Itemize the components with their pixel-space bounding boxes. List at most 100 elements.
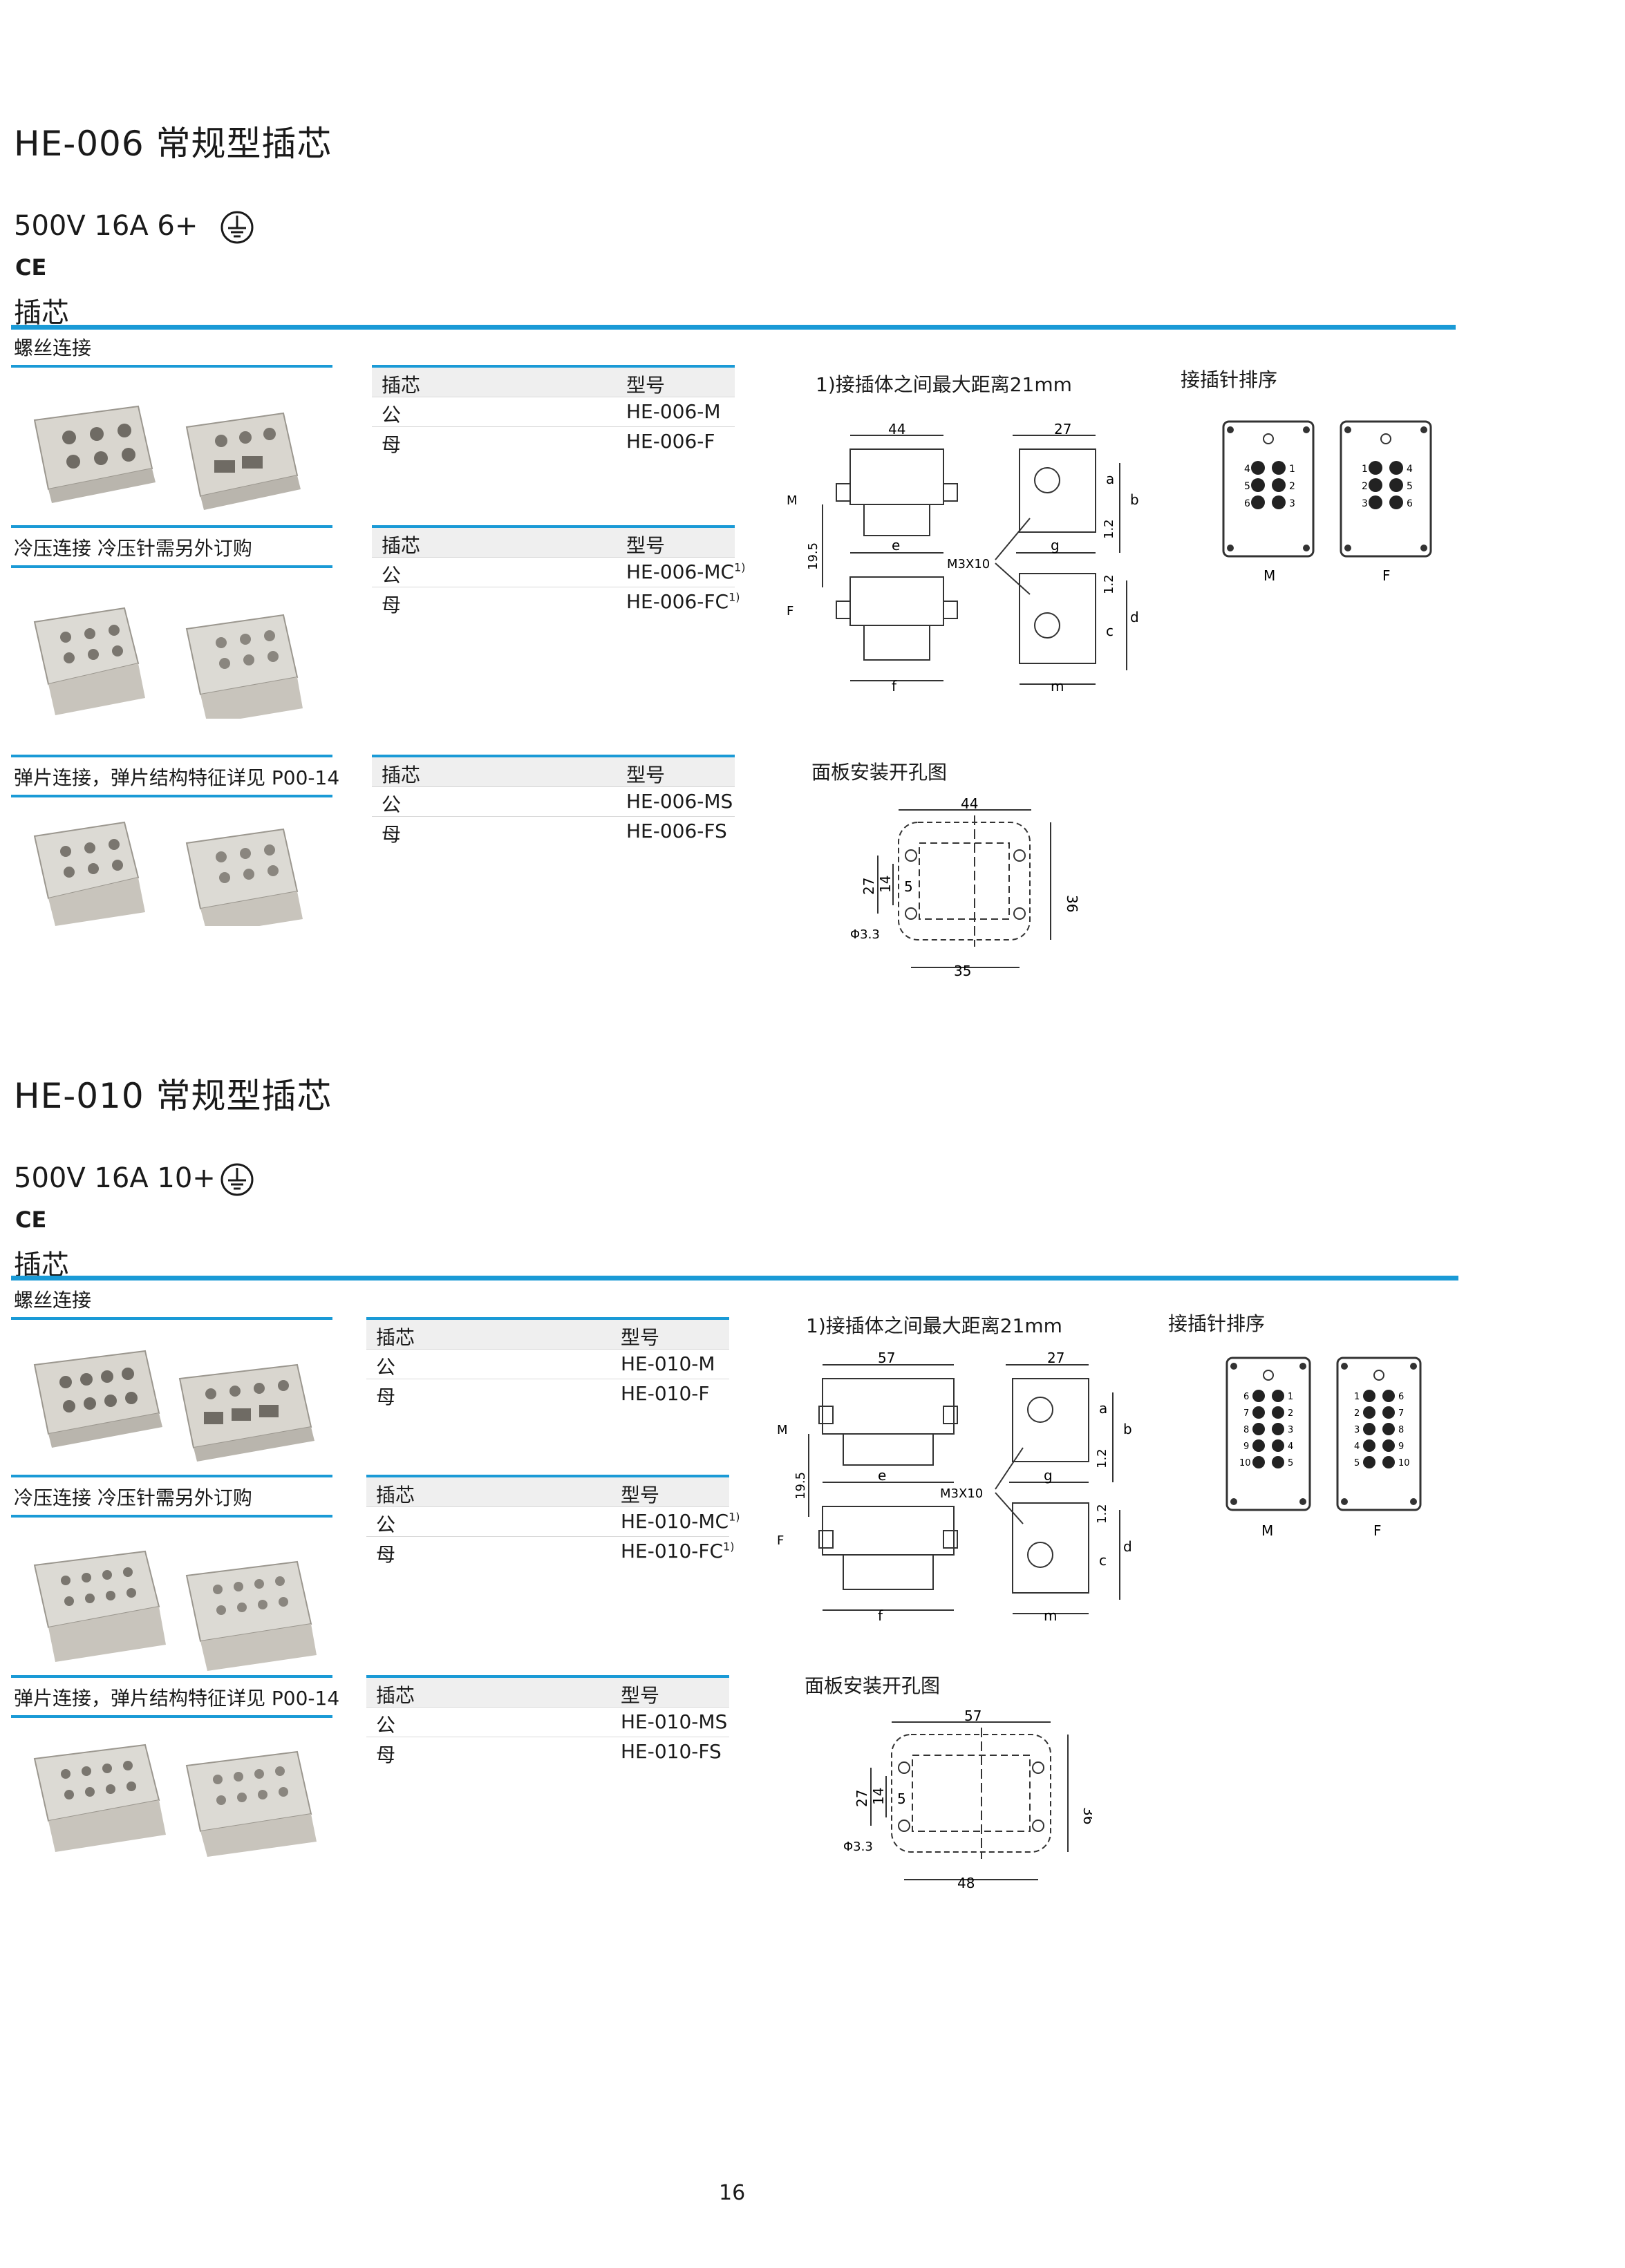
svg-text:14: 14 xyxy=(870,1788,887,1805)
ground-icon xyxy=(220,1163,254,1196)
svg-text:1: 1 xyxy=(1362,464,1368,475)
product-photo xyxy=(33,1743,317,1857)
svg-text:2: 2 xyxy=(1362,481,1368,492)
svg-text:M: M xyxy=(777,1423,788,1437)
svg-text:27: 27 xyxy=(861,878,877,895)
product-photo xyxy=(33,1350,314,1462)
svg-text:6: 6 xyxy=(1407,498,1413,509)
svg-text:4: 4 xyxy=(1288,1442,1293,1452)
category-label: 弹片连接，弹片结构特征详见 P00-14 xyxy=(14,766,340,789)
svg-text:1: 1 xyxy=(1289,464,1295,475)
svg-text:e: e xyxy=(878,1467,886,1484)
svg-text:m: m xyxy=(1044,1607,1057,1624)
svg-text:b: b xyxy=(1123,1421,1132,1437)
product-photo xyxy=(33,607,303,719)
svg-text:19.5: 19.5 xyxy=(806,542,820,570)
svg-text:f: f xyxy=(892,678,897,694)
svg-text:1: 1 xyxy=(1288,1392,1293,1402)
svg-text:5: 5 xyxy=(1288,1458,1293,1468)
svg-text:a: a xyxy=(1106,471,1114,487)
svg-text:M3X10: M3X10 xyxy=(947,557,990,571)
technical-drawing: 44 27 e f g m M3X10 M F 19.5 a b c d 1.2… xyxy=(787,421,1139,694)
section-divider xyxy=(11,1276,1458,1281)
category-divider xyxy=(11,525,332,528)
section-divider xyxy=(11,325,1456,330)
svg-text:1.2: 1.2 xyxy=(1095,1448,1109,1468)
svg-text:7: 7 xyxy=(1398,1408,1404,1419)
svg-text:F: F xyxy=(1373,1522,1382,1539)
svg-text:27: 27 xyxy=(854,1790,870,1807)
technical-drawing: 57 27 e f g m M3X10 M F 19.5 a b c d 1.2… xyxy=(777,1350,1132,1624)
product-photo xyxy=(33,1550,317,1671)
subtitle: 插芯 xyxy=(14,297,69,329)
ce-mark: CE xyxy=(15,254,47,281)
svg-text:2: 2 xyxy=(1354,1408,1360,1419)
svg-text:6: 6 xyxy=(1398,1392,1404,1402)
svg-text:1.2: 1.2 xyxy=(1102,519,1116,539)
svg-text:6: 6 xyxy=(1244,498,1250,509)
svg-text:5: 5 xyxy=(1407,481,1413,492)
svg-text:d: d xyxy=(1130,609,1139,625)
svg-text:35: 35 xyxy=(954,963,971,979)
svg-text:9: 9 xyxy=(1398,1442,1404,1452)
svg-text:g: g xyxy=(1044,1467,1053,1484)
svg-text:10: 10 xyxy=(1398,1458,1410,1468)
svg-text:F: F xyxy=(787,604,793,618)
category-divider xyxy=(11,1715,332,1718)
svg-text:48: 48 xyxy=(957,1875,975,1891)
panel-title: 面板安装开孔图 xyxy=(811,761,948,784)
svg-text:6: 6 xyxy=(1243,1392,1249,1402)
rating-text: 500V 16A 6+ xyxy=(14,210,198,242)
svg-text:1: 1 xyxy=(1354,1392,1360,1402)
svg-text:3: 3 xyxy=(1362,498,1368,509)
category-label: 螺丝连接 xyxy=(14,1289,92,1312)
page-number: 16 xyxy=(719,2181,746,2205)
svg-text:4: 4 xyxy=(1354,1442,1360,1452)
panel-cutout-drawing: 44 35 36 27 14 5 Φ3.3 xyxy=(850,795,1078,979)
svg-text:M: M xyxy=(1264,567,1275,584)
note-text: 1)接插体之间最大距离21mm xyxy=(806,1314,1062,1337)
svg-text:1.2: 1.2 xyxy=(1095,1504,1109,1524)
pin-title: 接插针排序 xyxy=(1168,1312,1266,1335)
svg-text:3: 3 xyxy=(1288,1425,1293,1435)
svg-text:F: F xyxy=(1382,567,1391,584)
svg-text:M3X10: M3X10 xyxy=(940,1486,983,1501)
svg-text:44: 44 xyxy=(888,421,905,437)
svg-text:e: e xyxy=(892,537,900,554)
svg-text:2: 2 xyxy=(1288,1408,1293,1419)
svg-text:d: d xyxy=(1123,1538,1132,1555)
svg-text:14: 14 xyxy=(877,876,894,893)
ce-mark: CE xyxy=(15,1207,47,1233)
panel-cutout-drawing: 57 48 36 27 14 5 Φ3.3 xyxy=(843,1708,1092,1891)
panel-title: 面板安装开孔图 xyxy=(805,1674,941,1697)
category-label: 冷压连接 冷压针需另外订购 xyxy=(14,1486,252,1509)
section-title: HE-010 常规型插芯 xyxy=(14,1076,332,1116)
svg-text:44: 44 xyxy=(961,795,978,812)
svg-text:19.5: 19.5 xyxy=(793,1472,808,1500)
svg-text:M: M xyxy=(787,493,798,508)
category-divider xyxy=(11,1675,332,1678)
svg-text:9: 9 xyxy=(1243,1442,1249,1452)
svg-text:3: 3 xyxy=(1289,498,1295,509)
svg-text:57: 57 xyxy=(964,1708,981,1724)
svg-text:57: 57 xyxy=(878,1350,895,1366)
svg-text:8: 8 xyxy=(1243,1425,1249,1435)
svg-text:10: 10 xyxy=(1239,1458,1251,1468)
svg-text:c: c xyxy=(1099,1552,1107,1569)
category-divider xyxy=(11,755,332,757)
svg-text:5: 5 xyxy=(1354,1458,1360,1468)
product-photo xyxy=(33,405,301,510)
section-title: HE-006 常规型插芯 xyxy=(14,124,332,164)
svg-text:g: g xyxy=(1051,537,1060,554)
note-text: 1)接插体之间最大距离21mm xyxy=(816,373,1072,396)
svg-text:Φ3.3: Φ3.3 xyxy=(850,927,880,942)
category-divider xyxy=(11,565,332,568)
svg-text:4: 4 xyxy=(1407,464,1413,475)
svg-text:27: 27 xyxy=(1047,1350,1064,1366)
